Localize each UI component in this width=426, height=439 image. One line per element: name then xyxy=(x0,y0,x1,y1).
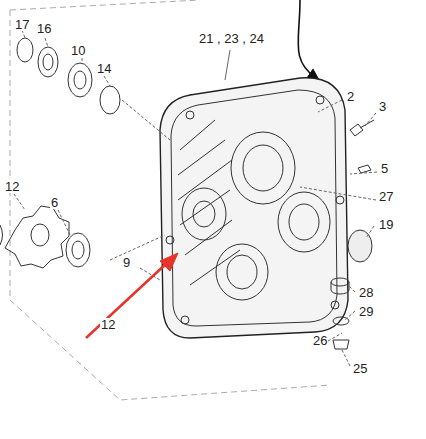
callout-number: 25 xyxy=(352,362,368,375)
callout-number: 6 xyxy=(50,196,59,209)
callout-number: 12 xyxy=(4,180,20,193)
callout-number: 10 xyxy=(70,44,86,57)
callout-number: 17 xyxy=(14,18,30,31)
callout-number: 19 xyxy=(378,218,394,231)
callout-number: 3 xyxy=(378,100,387,113)
callout-number: 29 xyxy=(358,305,374,318)
callout-number: 27 xyxy=(378,190,394,203)
callout-number: 9 xyxy=(122,256,131,269)
callout-number: 21 , 23 , 24 xyxy=(198,32,265,45)
callout-number: 2 xyxy=(346,90,355,103)
callout-number: 12 xyxy=(100,318,116,331)
callout-number: 26 xyxy=(312,334,328,347)
callout-number: 28 xyxy=(358,286,374,299)
callout-number: 16 xyxy=(36,22,52,35)
callout-number: 5 xyxy=(380,162,389,175)
callout-number: 14 xyxy=(96,62,112,75)
